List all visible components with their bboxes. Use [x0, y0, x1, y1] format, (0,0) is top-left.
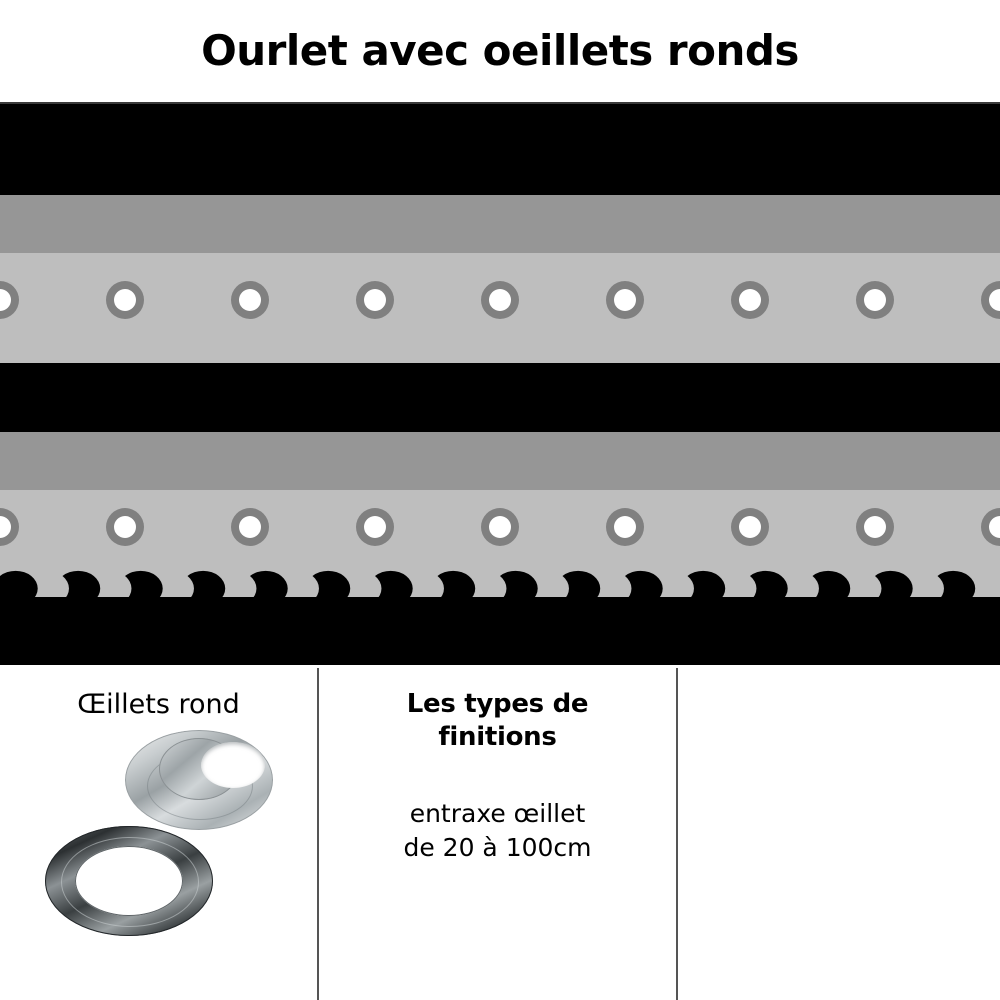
eyelet — [606, 281, 644, 319]
eyelet — [981, 281, 1000, 319]
grommet-bore-hole — [201, 742, 265, 788]
fabric-band-mid-lower — [0, 432, 1000, 490]
grommet-barrel-wall — [159, 738, 265, 800]
eyelet — [0, 281, 19, 319]
eyelet-spacing-line2: de 20 à 100cm — [403, 832, 592, 862]
eyelet-product-heading: Œillets rond — [77, 689, 240, 720]
eyelet — [606, 508, 644, 546]
eyelet — [856, 508, 894, 546]
eyelet — [356, 508, 394, 546]
eyelet — [731, 508, 769, 546]
finish-types-heading-line1: Les types de — [406, 689, 589, 719]
round-eyelet-grommet-photo — [45, 730, 275, 936]
info-panels: Œillets rond Les types de finitions entr… — [0, 668, 1000, 1000]
hem-illustration — [0, 104, 1000, 665]
washer-ridge — [61, 837, 199, 927]
finish-types-panel: Les types de finitions entraxe œillet de… — [317, 668, 678, 1000]
finish-types-body: entraxe œillet de 20 à 100cm — [319, 797, 676, 865]
finish-types-heading-line2: finitions — [438, 721, 557, 752]
eyelet — [856, 281, 894, 319]
title-divider — [0, 102, 1000, 104]
title-band: Ourlet avec oeillets ronds — [0, 0, 1000, 102]
eyelet — [731, 281, 769, 319]
eyelet-product-panel: Œillets rond — [0, 668, 317, 1000]
page-title: Ourlet avec oeillets ronds — [201, 26, 799, 75]
eyelet — [356, 281, 394, 319]
finish-types-heading: Les types de finitions — [319, 668, 676, 753]
eyelet — [106, 281, 144, 319]
grommet-washer-piece — [45, 826, 213, 936]
eyelet — [106, 508, 144, 546]
eyelet — [0, 508, 19, 546]
eyelet-spacing-line1: entraxe œillet — [409, 799, 586, 828]
fabric-band-dark-middle — [0, 363, 1000, 432]
fabric-band-mid-upper — [0, 195, 1000, 253]
eyelet — [231, 508, 269, 546]
eyelet — [231, 281, 269, 319]
eyelet — [981, 508, 1000, 546]
fabric-band-dark-bottom — [0, 597, 1000, 665]
grommet-barrel-piece — [125, 730, 273, 830]
empty-panel — [678, 668, 1000, 1000]
eyelet — [481, 508, 519, 546]
washer-hole — [75, 846, 183, 916]
eyelet — [481, 281, 519, 319]
fabric-band-dark-top — [0, 104, 1000, 195]
